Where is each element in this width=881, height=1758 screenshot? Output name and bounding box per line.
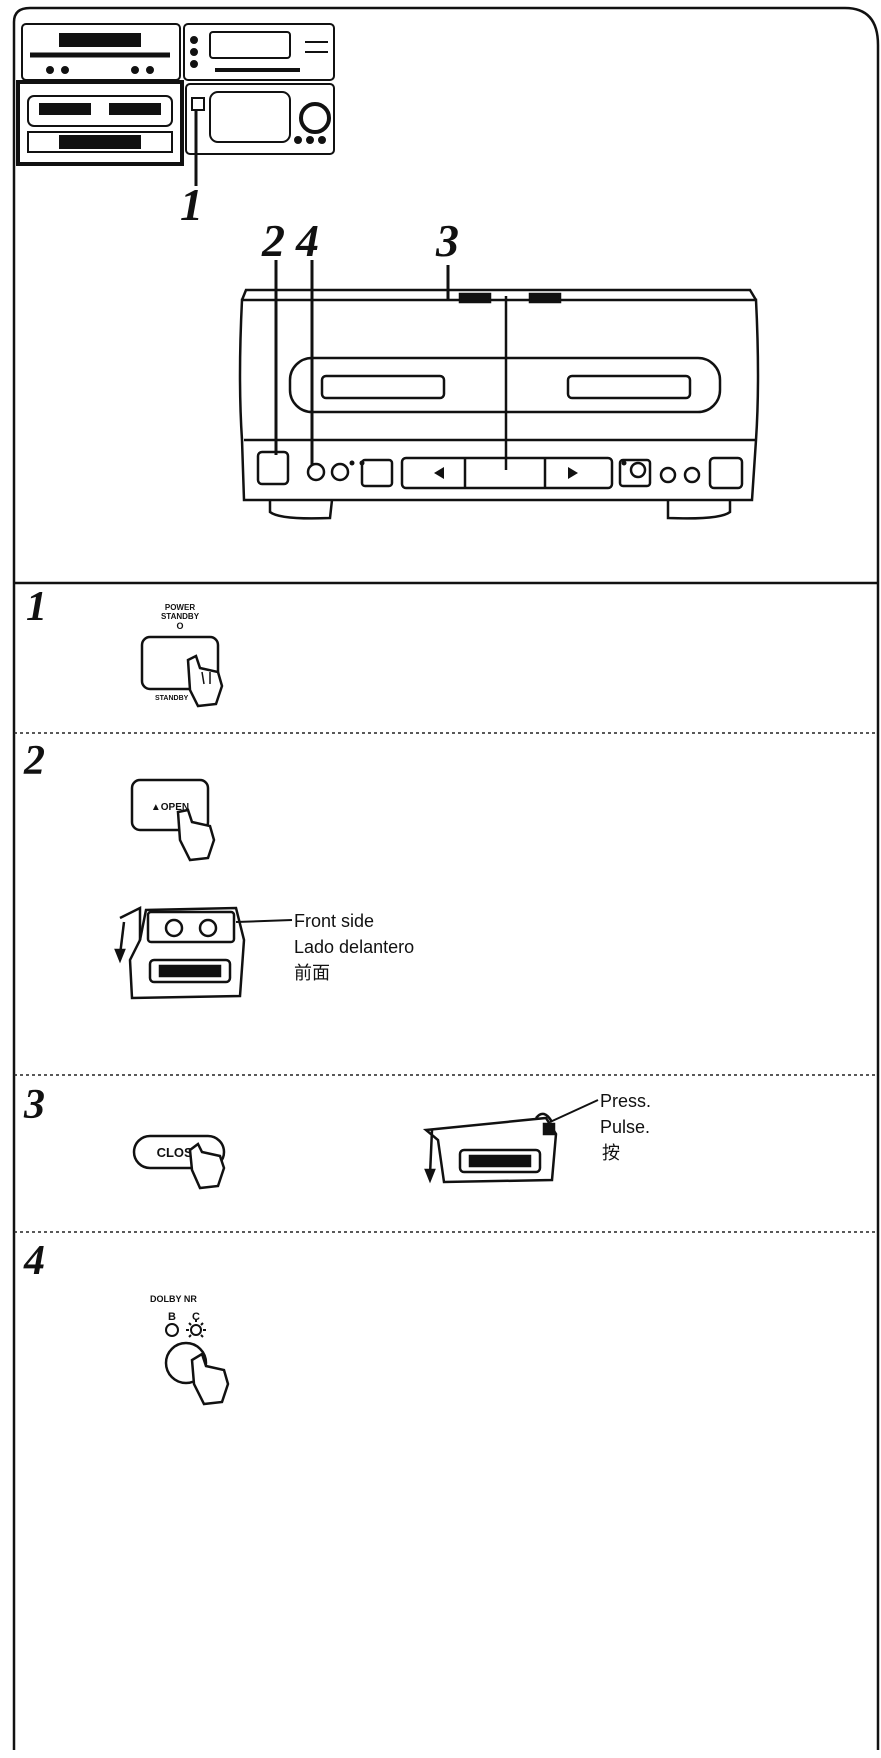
dolby-option-b: B: [168, 1311, 176, 1323]
dolby-nr-label: DOLBY NR: [150, 1294, 197, 1304]
dolby-nr-button-illustration: DOLBY NR B C: [0, 0, 881, 1420]
indicator-lit-icon: [186, 1319, 206, 1337]
